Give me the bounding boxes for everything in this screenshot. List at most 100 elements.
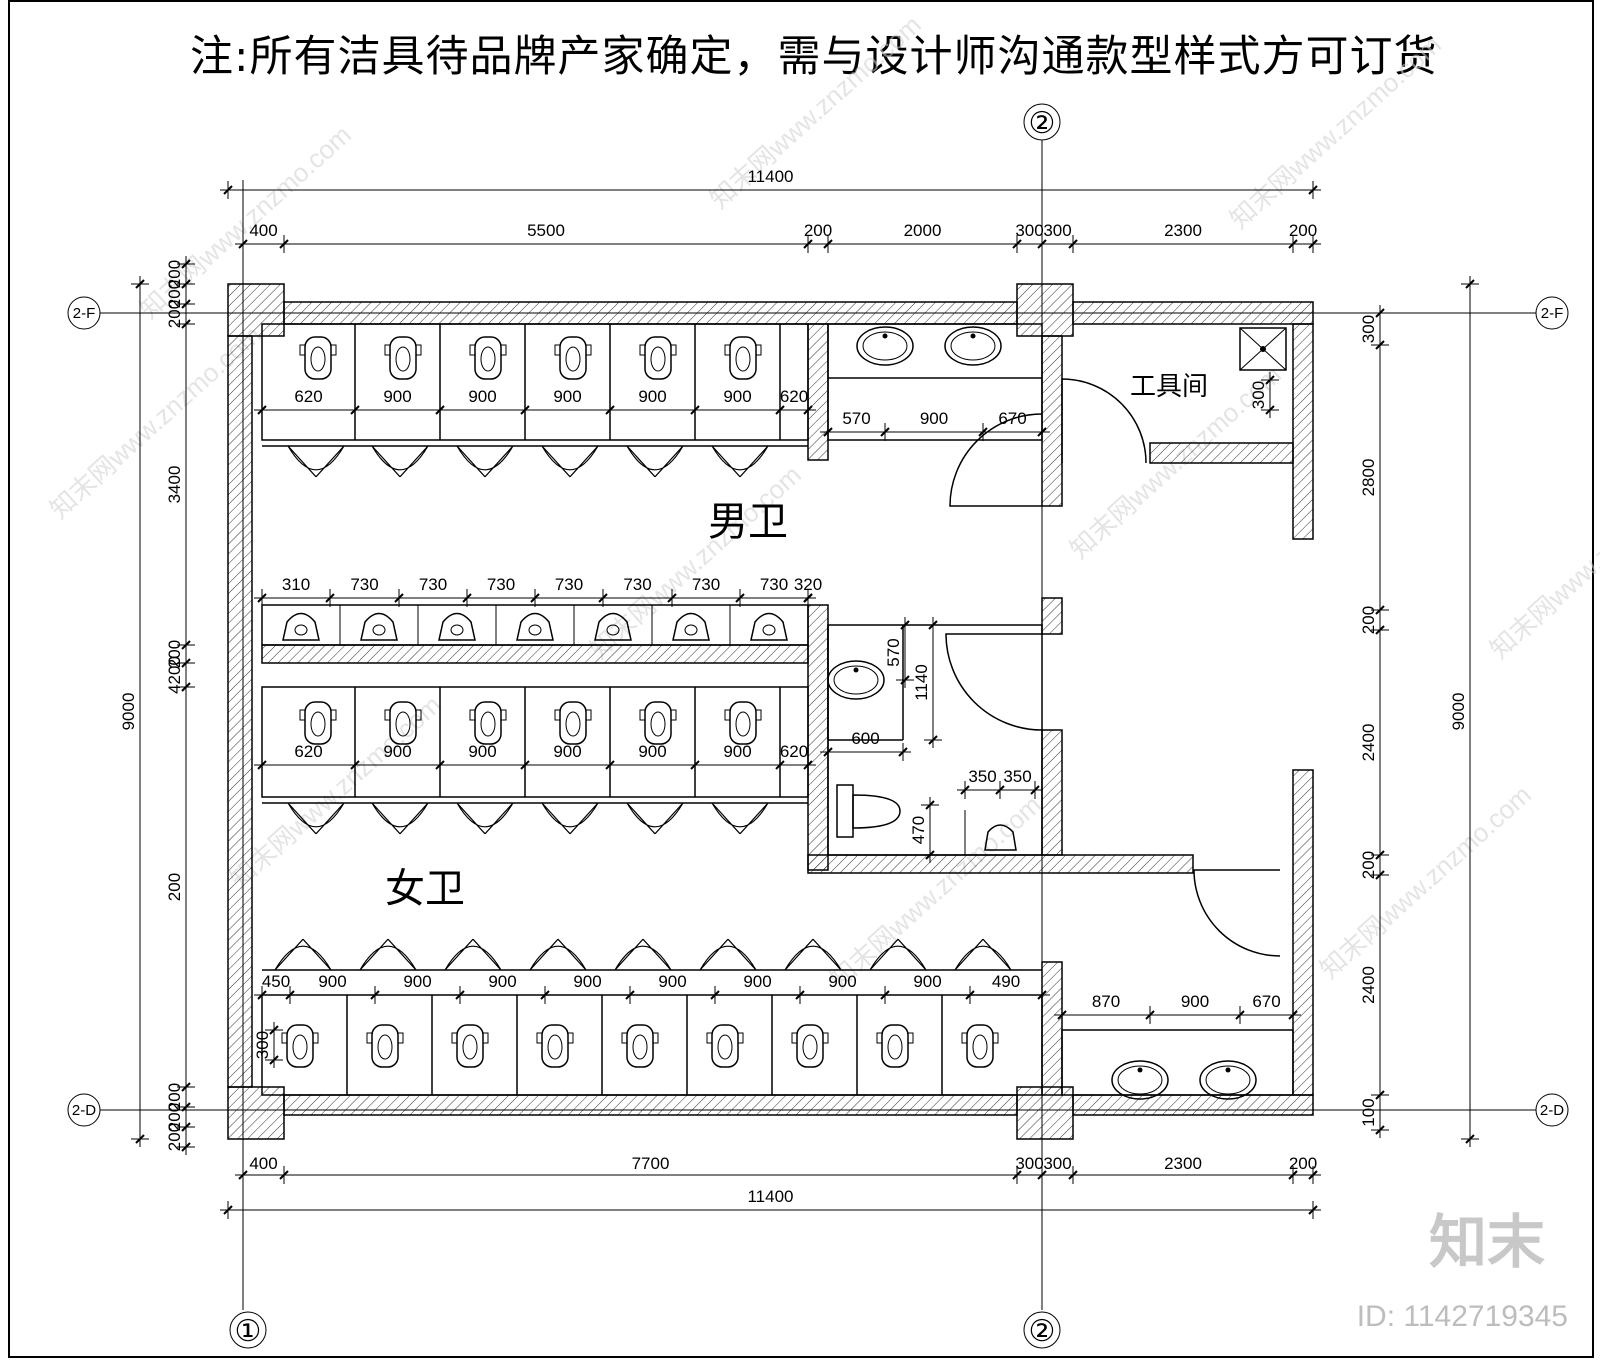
urinal-icon	[516, 605, 575, 645]
stall-door-icon	[359, 938, 417, 971]
squat-toilet-icon	[554, 701, 592, 745]
dim-accessible: 350	[1003, 767, 1031, 786]
drawing-frame	[8, 0, 1594, 1358]
dim-men-squat: 900	[553, 387, 581, 406]
fixtures-layer	[274, 324, 1281, 1100]
dim-accessible: 1140	[912, 664, 931, 701]
squat-toilet-icon	[451, 1024, 489, 1068]
squat-toilet-icon	[876, 1024, 914, 1068]
dim-bottom: 200	[1289, 1154, 1317, 1173]
door-women-entry-icon	[1193, 869, 1281, 957]
urinal-icon	[438, 605, 497, 645]
squat-toilet-icon	[639, 701, 677, 745]
dim-top: 300	[1015, 221, 1043, 240]
dim-women-squat: 900	[383, 742, 411, 761]
dim-basins-top: 570	[842, 409, 870, 428]
dim-men-squat: 620	[294, 387, 322, 406]
squat-toilet-icon	[724, 336, 762, 380]
squat-toilet-icon	[791, 1024, 829, 1068]
squat-toilet-icon	[469, 701, 507, 745]
western-toilet-icon	[836, 784, 901, 838]
dim-left: 200	[165, 280, 184, 308]
urinal-icon	[282, 605, 341, 645]
dim-women-bottom: 450	[262, 972, 290, 991]
squat-toilet-icon	[536, 1024, 574, 1068]
dim-basins-top: 900	[920, 409, 948, 428]
basin-icon	[944, 326, 1002, 366]
stall-door-icon	[614, 938, 672, 971]
dim-women-bottom: 900	[573, 972, 601, 991]
squat-toilet-icon	[554, 336, 592, 380]
svg-text:2-F: 2-F	[73, 305, 96, 322]
watermark-text: 知末网www.znzmo.com	[1224, 29, 1447, 234]
dim-basins-bottom: 870	[1092, 992, 1120, 1011]
dim-left: 200	[165, 1103, 184, 1131]
watermark-text: 知末网www.znzmo.com	[704, 9, 927, 214]
stall-door-icon	[784, 938, 842, 971]
dim-urinal: 320	[794, 575, 822, 594]
dim-right: 2800	[1359, 459, 1378, 497]
dim-urinal: 730	[555, 575, 583, 594]
stall-door-icon	[456, 802, 514, 835]
dim-men-squat: 900	[638, 387, 666, 406]
stall-door-icon	[699, 938, 757, 971]
dim-women-bottom: 900	[828, 972, 856, 991]
squat-toilet-icon	[961, 1024, 999, 1068]
dim-women-bottom: 490	[992, 972, 1020, 991]
dim-bottom: 2300	[1164, 1154, 1202, 1173]
squat-toilet-icon	[724, 701, 762, 745]
dim-women-squat: 900	[553, 742, 581, 761]
dim-left: 200	[165, 260, 184, 288]
stall-door-icon	[287, 445, 345, 478]
svg-text:2-D: 2-D	[72, 1102, 96, 1119]
dim-left-total: 9000	[119, 693, 138, 731]
dim-basins-bottom: 900	[1181, 992, 1209, 1011]
dim-left: 200	[165, 873, 184, 901]
room-label-tools: 工具间	[1130, 372, 1208, 402]
dim-left: 200	[165, 300, 184, 328]
dim-bottom-total: 11400	[747, 1187, 793, 1206]
dim-bottom: 300	[1043, 1154, 1071, 1173]
room-label-men: 男卫	[708, 499, 788, 545]
dim-left: 4200	[165, 656, 184, 694]
svg-text:2-D: 2-D	[1540, 1102, 1564, 1119]
squat-toilet-icon	[706, 1024, 744, 1068]
door-accessible-icon	[945, 633, 1043, 731]
dim-right: 200	[1359, 606, 1378, 634]
svg-text:2-F: 2-F	[1541, 305, 1564, 322]
stall-door-icon	[287, 802, 345, 835]
document-id: ID: 1142719345	[1356, 1300, 1568, 1333]
basin-icon	[1199, 1060, 1257, 1100]
dim-urinal: 730	[487, 575, 515, 594]
squat-toilet-icon	[366, 1024, 404, 1068]
dim-top: 200	[804, 221, 832, 240]
stall-door-icon	[541, 445, 599, 478]
dim-accessible: 570	[884, 638, 903, 666]
urinal-icon	[360, 605, 419, 645]
dim-squat-offset: 300	[253, 1031, 272, 1059]
stall-door-icon	[444, 938, 502, 971]
basin-icon	[1111, 1060, 1169, 1100]
axis-bubble-2f-right: 2-F	[1535, 296, 1569, 330]
dim-right: 2400	[1359, 724, 1378, 762]
dim-left: 3400	[165, 466, 184, 504]
dim-women-squat: 900	[723, 742, 751, 761]
dim-women-squat: 900	[638, 742, 666, 761]
dim-right: 200	[1359, 851, 1378, 879]
stall-door-icon	[869, 938, 927, 971]
dim-bottom: 400	[249, 1154, 277, 1173]
basin-icon	[856, 326, 914, 366]
squat-toilet-icon	[621, 1024, 659, 1068]
stall-door-icon	[371, 445, 429, 478]
dim-women-bottom: 900	[743, 972, 771, 991]
dim-right: 100	[1359, 1098, 1378, 1126]
room-label-women: 女卫	[385, 866, 465, 912]
watermark-text: 知末网www.znzmo.com	[824, 789, 1047, 994]
dim-women-bottom: 900	[658, 972, 686, 991]
svg-text:②: ②	[1029, 107, 1056, 140]
urinal-icon	[594, 605, 653, 645]
small-urinal-icon	[964, 810, 1017, 855]
dim-basins-bottom: 670	[1252, 992, 1280, 1011]
dim-top: 2300	[1164, 221, 1202, 240]
